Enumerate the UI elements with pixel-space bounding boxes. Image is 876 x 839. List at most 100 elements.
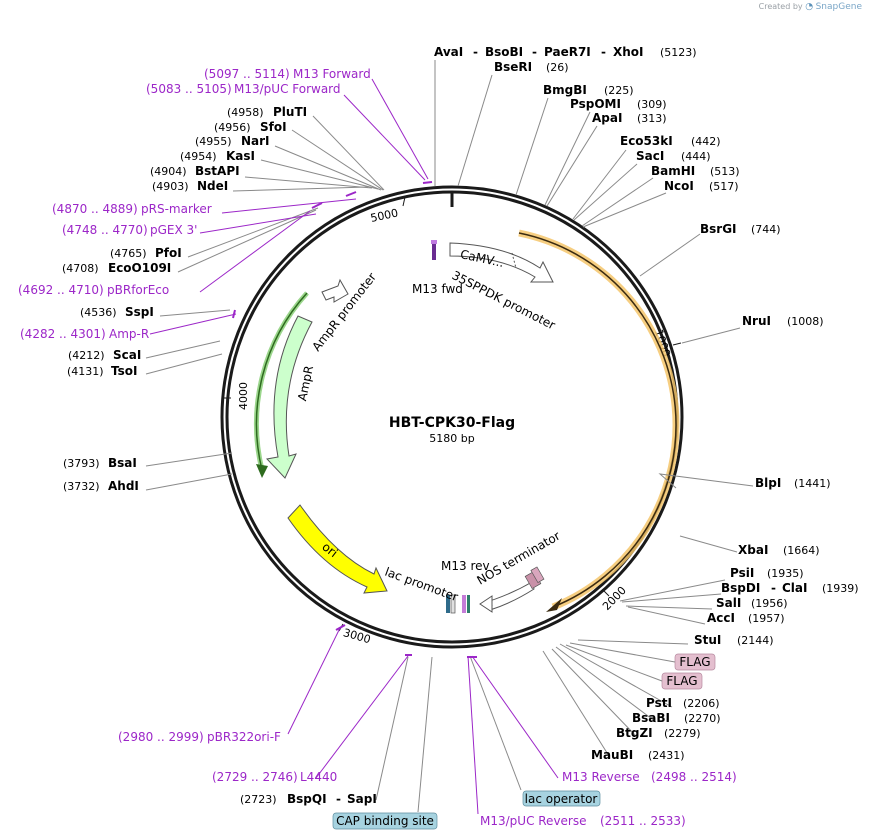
enzyme-sfoi: SfoI [260, 120, 287, 134]
enzyme-ncoi: NcoI [664, 179, 694, 193]
enzyme-nari: NarI [241, 134, 270, 148]
enzyme-psti: PstI [646, 696, 672, 710]
enzyme-psii-pos: (1935) [767, 567, 804, 580]
enzyme-bmgbi-pos: (225) [604, 84, 634, 97]
primer-ampr: Amp-R [109, 327, 149, 341]
plasmid-length: 5180 bp [429, 432, 474, 445]
enzyme-blpi-pos: (1441) [794, 477, 831, 490]
svg-text:-: - [336, 792, 341, 806]
enzyme-acci: AccI [707, 611, 735, 625]
enzyme-apai-pos: (313) [637, 112, 667, 125]
enzyme-btgzi: BtgZI [616, 726, 653, 740]
primer-pgex-range: (4748 .. 4770) [62, 223, 148, 237]
m13-fwd-feature: M13 fwd [412, 240, 463, 296]
primer-pbrforeco-range: (4692 .. 4710) [18, 283, 104, 297]
enzyme-sali-pos: (1956) [751, 597, 788, 610]
tick-4000: 4000 [237, 382, 250, 410]
enzyme-ahdi-pos: (3732) [63, 480, 100, 493]
enzyme-pfoi-pos: (4765) [110, 247, 147, 260]
tick-3000: 3000 [342, 626, 372, 646]
primer-m13puc-forward: M13/pUC Forward [234, 82, 341, 96]
enzyme-sapi: SapI [347, 792, 377, 806]
primer-prs-range: (4870 .. 4889) [52, 202, 138, 216]
enzyme-eco53ki-pos: (442) [691, 135, 721, 148]
enzyme-bspdi: BspDI [721, 581, 760, 595]
camv-promoter-feature: CaMV... 35SPPDK promoter [449, 242, 558, 332]
ampr-label: AmpR [295, 364, 316, 402]
enzyme-apai: ApaI [592, 111, 622, 125]
cap-site-label: CAP binding site [336, 814, 434, 828]
enzyme-nrui-pos: (1008) [787, 315, 824, 328]
enzyme-sspi: SspI [125, 305, 154, 319]
primer-m13puc-reverse-range: (2511 .. 2533) [600, 814, 686, 828]
ampr-promoter-feature: AmpR promoter [309, 270, 379, 354]
svg-text:-: - [771, 581, 776, 595]
enzyme-ndei: NdeI [197, 179, 228, 193]
plasmid-name: HBT-CPK30-Flag [389, 415, 515, 431]
svg-text:-: - [473, 45, 478, 59]
enzyme-kasi-pos: (4954) [180, 150, 217, 163]
enzyme-eco0109i-pos: (4708) [62, 262, 99, 275]
primer-m13-reverse-range: (2498 .. 2514) [651, 770, 737, 784]
enzyme-btgzi-pos: (2279) [664, 727, 701, 740]
enzyme-maubi: MauBI [591, 748, 633, 762]
svg-text:-: - [532, 45, 537, 59]
enzyme-bsrgi-pos: (744) [751, 223, 781, 236]
enzyme-sali: SalI [716, 596, 741, 610]
lac-promoter-mark [446, 595, 450, 613]
enzyme-bstapi-pos: (4904) [150, 165, 187, 178]
enzyme-stui: StuI [694, 633, 721, 647]
credit-brand: SnapGene [815, 2, 862, 12]
enzyme-pspomi-pos: (309) [637, 98, 667, 111]
enzyme-bsai-pos: (3793) [63, 457, 100, 470]
primer-m13puc-reverse: M13/pUC Reverse [480, 814, 587, 828]
enzyme-bsabi-pos: (2270) [684, 712, 721, 725]
lac-operator-label: lac operator [525, 792, 598, 806]
primer-pgex: pGEX 3' [150, 223, 197, 237]
primer-prs: pRS-marker [141, 202, 212, 216]
enzyme-bsai: BsaI [108, 456, 137, 470]
enzyme-psti-pos: (2206) [683, 697, 720, 710]
enzyme-bseri-pos: (26) [546, 61, 569, 74]
enzyme-nari-pos: (4955) [195, 135, 232, 148]
enzyme-bspqi-pos: (2723) [240, 793, 277, 806]
enzyme-scai-pos: (4212) [68, 349, 105, 362]
flag-box-2: FLAG [661, 672, 703, 690]
enzyme-tsoi: TsoI [111, 364, 137, 378]
enzyme-bsrgi: BsrGI [700, 222, 737, 236]
enzyme-leader-lines [145, 60, 754, 813]
enzyme-sfoi-pos: (4956) [214, 121, 251, 134]
primer-l4440-range: (2729 .. 2746) [212, 770, 298, 784]
enzyme-eco53ki: Eco53kI [620, 134, 673, 148]
cpk30-arc [518, 229, 680, 612]
enzyme-acci-pos: (1957) [748, 612, 785, 625]
enzyme-saci: SacI [636, 149, 664, 163]
m13-fwd-label: M13 fwd [412, 282, 463, 296]
enzyme-pspomi: PspOMI [570, 97, 621, 111]
enzyme-psii: PsiI [730, 566, 754, 580]
ampr-outer-line [253, 291, 309, 478]
cap-site-box: CAP binding site [332, 812, 438, 830]
ori-feature: ori [287, 504, 388, 594]
enzyme-avai: AvaI [434, 45, 463, 59]
enzyme-pluti-pos: (4958) [227, 106, 264, 119]
primer-m13-forward-range: (5097 .. 5114) [204, 67, 290, 81]
enzyme-ahdi: AhdI [108, 479, 139, 493]
enzyme-clai: ClaI [782, 581, 807, 595]
enzyme-paer7i: PaeR7I [544, 45, 591, 59]
enzyme-xbai: XbaI [738, 543, 768, 557]
enzyme-bspdi-pos: (1939) [822, 582, 859, 595]
enzyme-pluti: PluTI [273, 105, 307, 119]
enzyme-pfoi: PfoI [155, 246, 182, 260]
enzyme-blpi: BlpI [755, 476, 781, 490]
ampr-line-arrow-icon [256, 464, 268, 478]
enzyme-bseri: BseRI [494, 60, 532, 74]
tick-5000: 5000 [369, 206, 399, 225]
enzyme-stui-pos: (2144) [737, 634, 774, 647]
lac-region-features: lac promoter M13 rev NOS terminator [383, 529, 563, 614]
enzyme-scai: ScaI [113, 348, 141, 362]
enzyme-avai-pos: (5123) [660, 46, 697, 59]
enzyme-xhoi: XhoI [613, 45, 644, 59]
enzyme-tsoi-pos: (4131) [67, 365, 104, 378]
